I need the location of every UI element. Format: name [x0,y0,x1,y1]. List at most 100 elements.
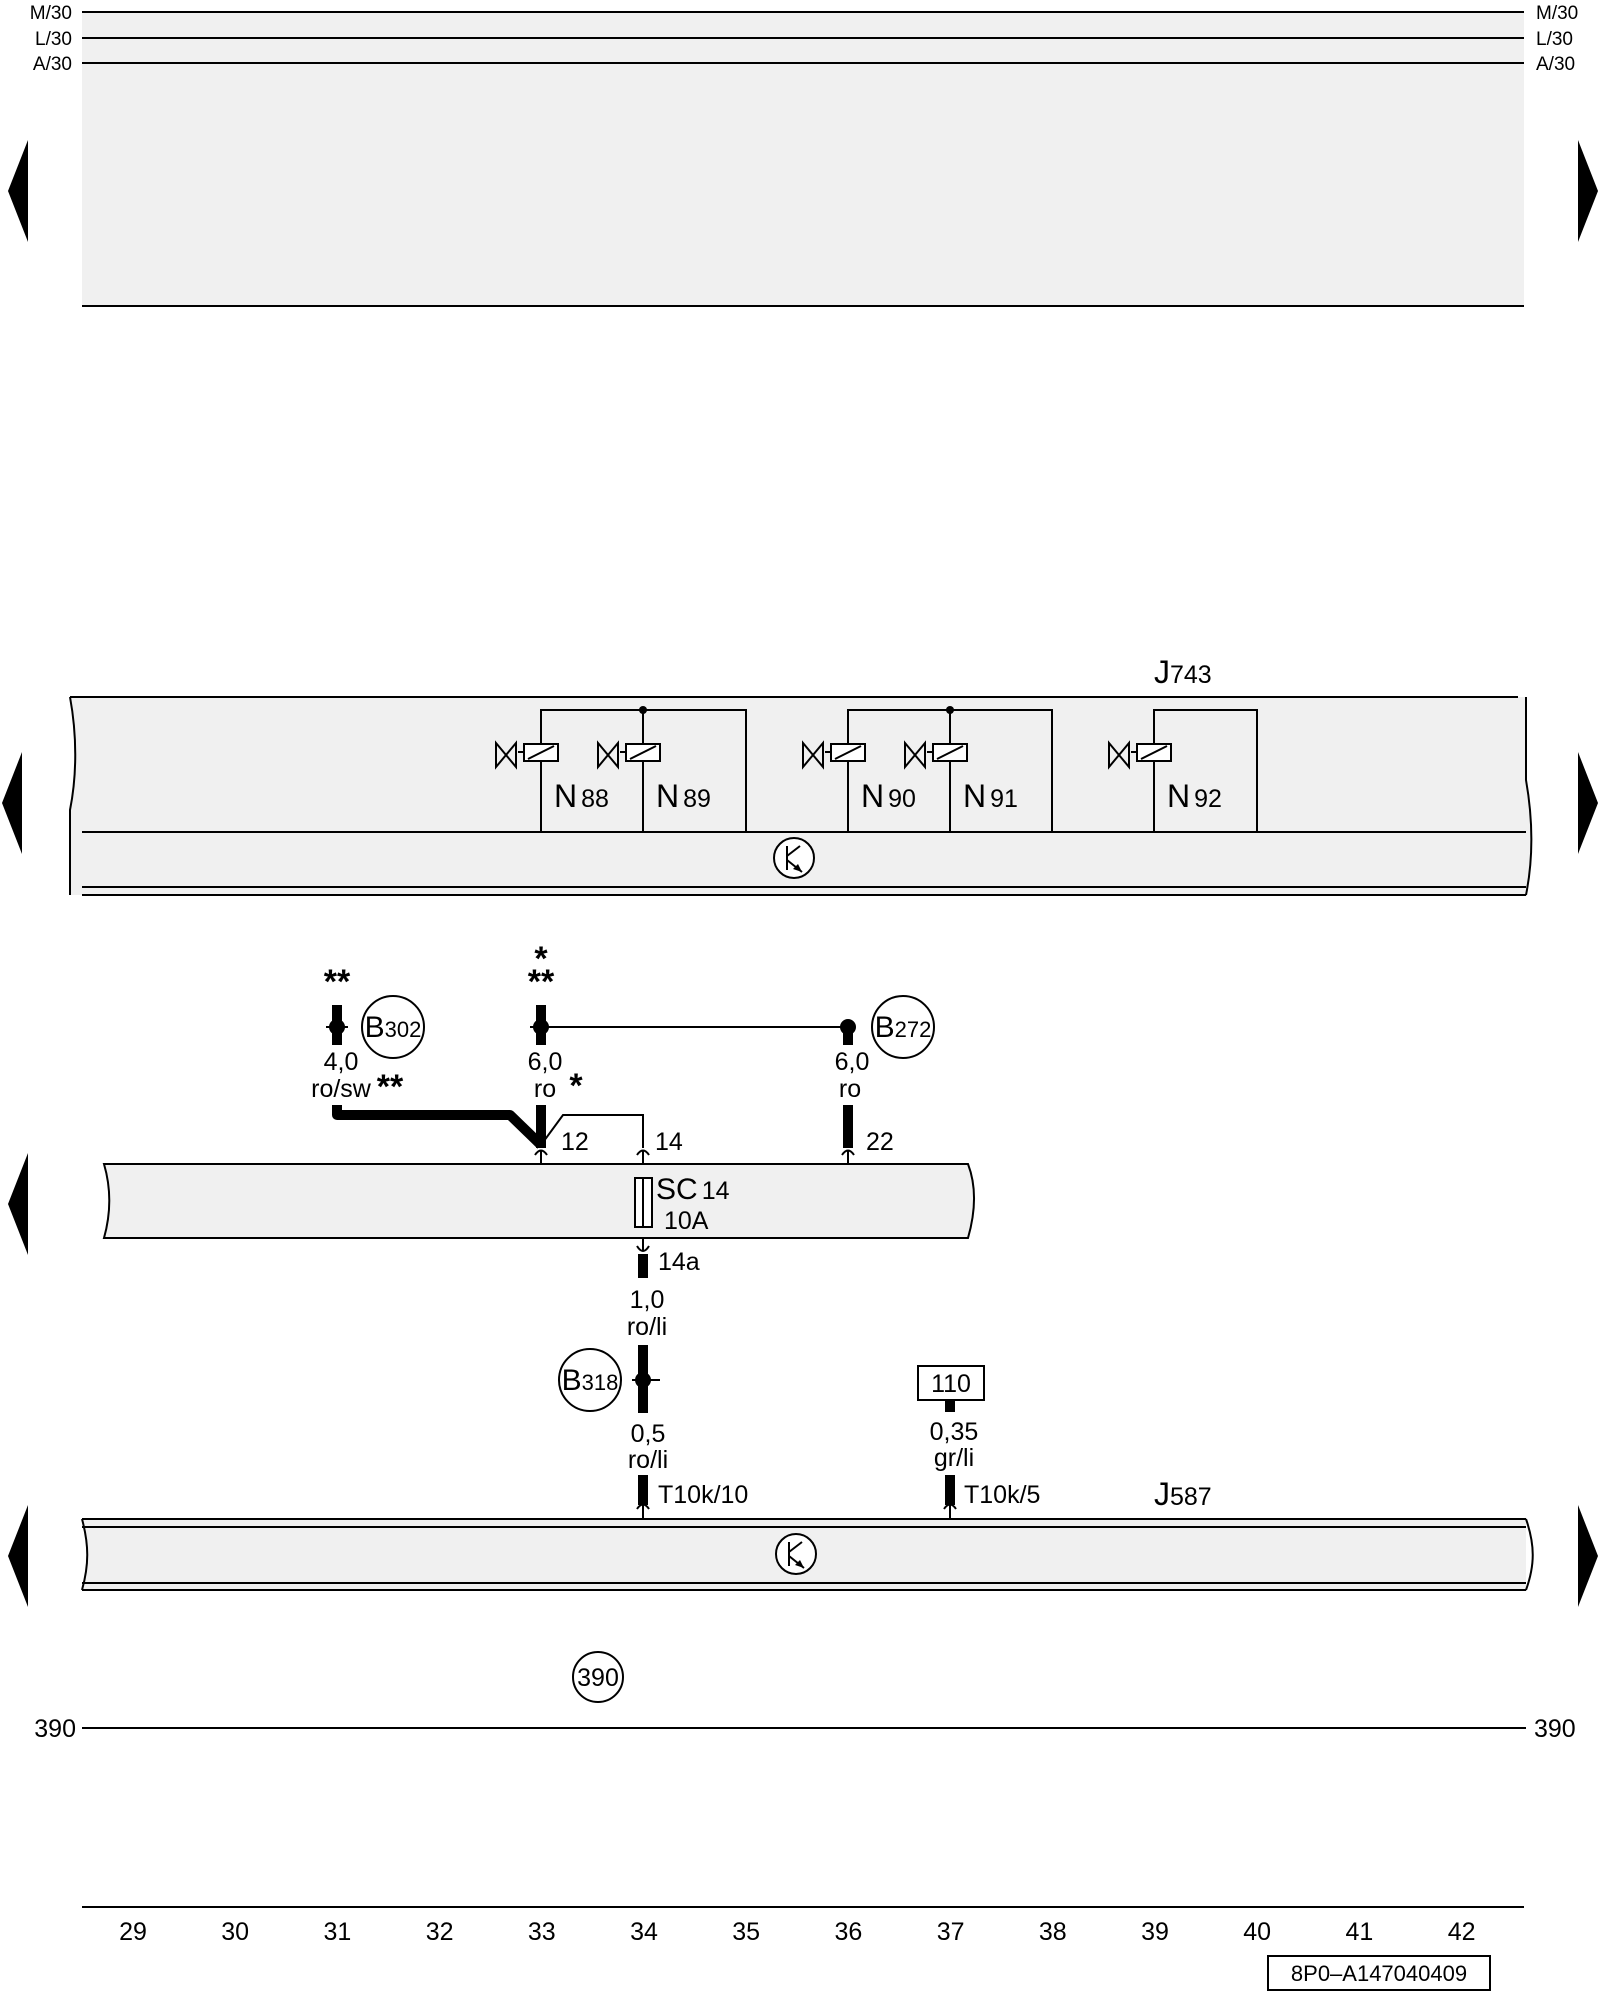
continuation-arrows [2,140,1598,1607]
grid-column-number: 36 [834,1918,862,1946]
j587-left-edge [81,1518,89,1591]
rail-a30-label-left: A/30 [33,54,72,75]
continue-right-arrow-icon[interactable] [1578,1505,1598,1607]
upper-connections: B302 B272 ** * ** 4,0 ro/sw ** 6,0 ro * … [311,940,935,1164]
grid-column-number: 31 [323,1918,351,1946]
j587-label: J587 [1154,1476,1212,1512]
valve-n90-icon[interactable] [802,740,866,770]
wire-j587a-size: 0,5 [631,1420,666,1448]
grid-column-number: 41 [1345,1918,1373,1946]
diagram-code: 8P0–A147040409 [1291,1961,1467,1986]
continue-left-arrow-icon[interactable] [8,1505,28,1607]
j743-left-edge [69,696,77,895]
ground-label-left: 390 [34,1715,76,1743]
rail-m30-label-left: M/30 [30,3,72,24]
connection-b318[interactable]: B318 [558,1348,622,1412]
marker-double-asterisk: ** [377,1068,404,1106]
continue-right-arrow-icon[interactable] [1578,140,1598,242]
grid-column-number: 29 [119,1918,147,1946]
wire-out-color: ro/li [627,1313,667,1341]
grid-column-number: 30 [221,1918,249,1946]
svg-text:110: 110 [931,1370,971,1398]
svg-text:B302: B302 [365,1011,422,1044]
grid-column-number: 34 [630,1918,658,1946]
fuse-panel-lower-body [102,1163,975,1239]
grid-column-number: 32 [426,1918,454,1946]
lower-connections: 14a 1,0 ro/li B318 0,5 ro/li 110 0,35 gr… [558,1238,1040,1526]
pin-t10k10-label: T10k/10 [658,1481,748,1509]
ground-reference-390[interactable]: 390 [572,1651,624,1703]
ground-label-right: 390 [1534,1715,1576,1743]
wire-b302-color: ro/sw [311,1075,372,1103]
grid-axis: 29 30 31 32 33 34 35 36 37 38 39 40 41 42 [82,1906,1524,1946]
wire-out-size: 1,0 [630,1286,665,1314]
reference-box-110[interactable]: 110 [917,1365,985,1401]
pin-marker [636,1245,650,1252]
valve-n92-icon[interactable] [1108,740,1172,770]
pin-14a-label: 14a [658,1248,700,1276]
continue-right-arrow-icon[interactable] [1578,752,1598,854]
grid-column-number: 39 [1141,1918,1169,1946]
junction-dot [639,706,647,714]
grid-column-number: 38 [1039,1918,1067,1946]
valve-n91-icon[interactable] [904,740,968,770]
valve-n89-icon[interactable] [597,740,661,770]
connection-b272-dot [840,1019,856,1035]
svg-text:390: 390 [577,1664,619,1692]
fuse-sc14-rating: 10A [664,1207,709,1235]
rail-a30-label-right: A/30 [1536,54,1575,75]
marker-double-asterisk: ** [528,963,555,1001]
grid-column-number: 35 [732,1918,760,1946]
fuse-sc14[interactable] [634,1177,653,1228]
marker-double-asterisk: ** [324,963,351,1001]
valve-n88-icon[interactable] [495,740,559,770]
pin-t10k5-label: T10k/5 [964,1481,1040,1509]
wire-main-color: ro [534,1075,556,1103]
grid-column-number: 33 [528,1918,556,1946]
top-rail-panel: M/30 L/30 A/30 M/30 L/30 A/30 [30,3,1578,307]
junction-dot [946,706,954,714]
wire-j587a-color: ro/li [628,1446,668,1474]
wire-b272-size: 6,0 [835,1048,870,1076]
continue-left-arrow-icon[interactable] [8,140,28,242]
connection-b302[interactable]: B302 [361,995,425,1059]
wire-bridge-12-14 [540,1114,644,1148]
diagram-code-box: 8P0–A147040409 [1267,1955,1491,1991]
j743-label: J743 [1154,654,1212,690]
wire-b302-size: 4,0 [324,1048,359,1076]
svg-text:B318: B318 [562,1364,619,1397]
continue-left-arrow-icon[interactable] [2,752,22,854]
grid-numbers: 29 30 31 32 33 34 35 36 37 38 39 40 41 42 [119,1918,1475,1946]
pin-12-label: 12 [561,1128,589,1156]
connection-b272[interactable]: B272 [871,995,935,1059]
grid-column-number: 37 [937,1918,965,1946]
continue-left-arrow-icon[interactable] [8,1153,28,1255]
ground-rail: 390 390 390 [34,1651,1576,1743]
marker-single-asterisk: * [569,1067,583,1105]
pin-marker [636,1503,650,1510]
svg-text:B272: B272 [875,1011,932,1044]
grid-column-number: 40 [1243,1918,1271,1946]
marker-single-asterisk: * [534,940,548,978]
rail-l30-label-right: L/30 [1536,29,1573,50]
grid-column-number: 42 [1448,1918,1476,1946]
transistor-icon [775,1533,817,1575]
wire-b302-route [332,1105,545,1149]
wire-j587b-color: gr/li [934,1444,974,1472]
j743-right-edge [1525,697,1533,896]
fuse-panel-upper-body [82,12,1524,306]
rail-l30-label-left: L/30 [35,29,72,50]
pin-22-label: 22 [866,1128,894,1156]
control-unit-j587[interactable]: J587 [81,1476,1534,1591]
pin-14-label: 14 [655,1128,683,1156]
wire-main-size: 6,0 [528,1048,563,1076]
rail-m30-label-right: M/30 [1536,3,1578,24]
